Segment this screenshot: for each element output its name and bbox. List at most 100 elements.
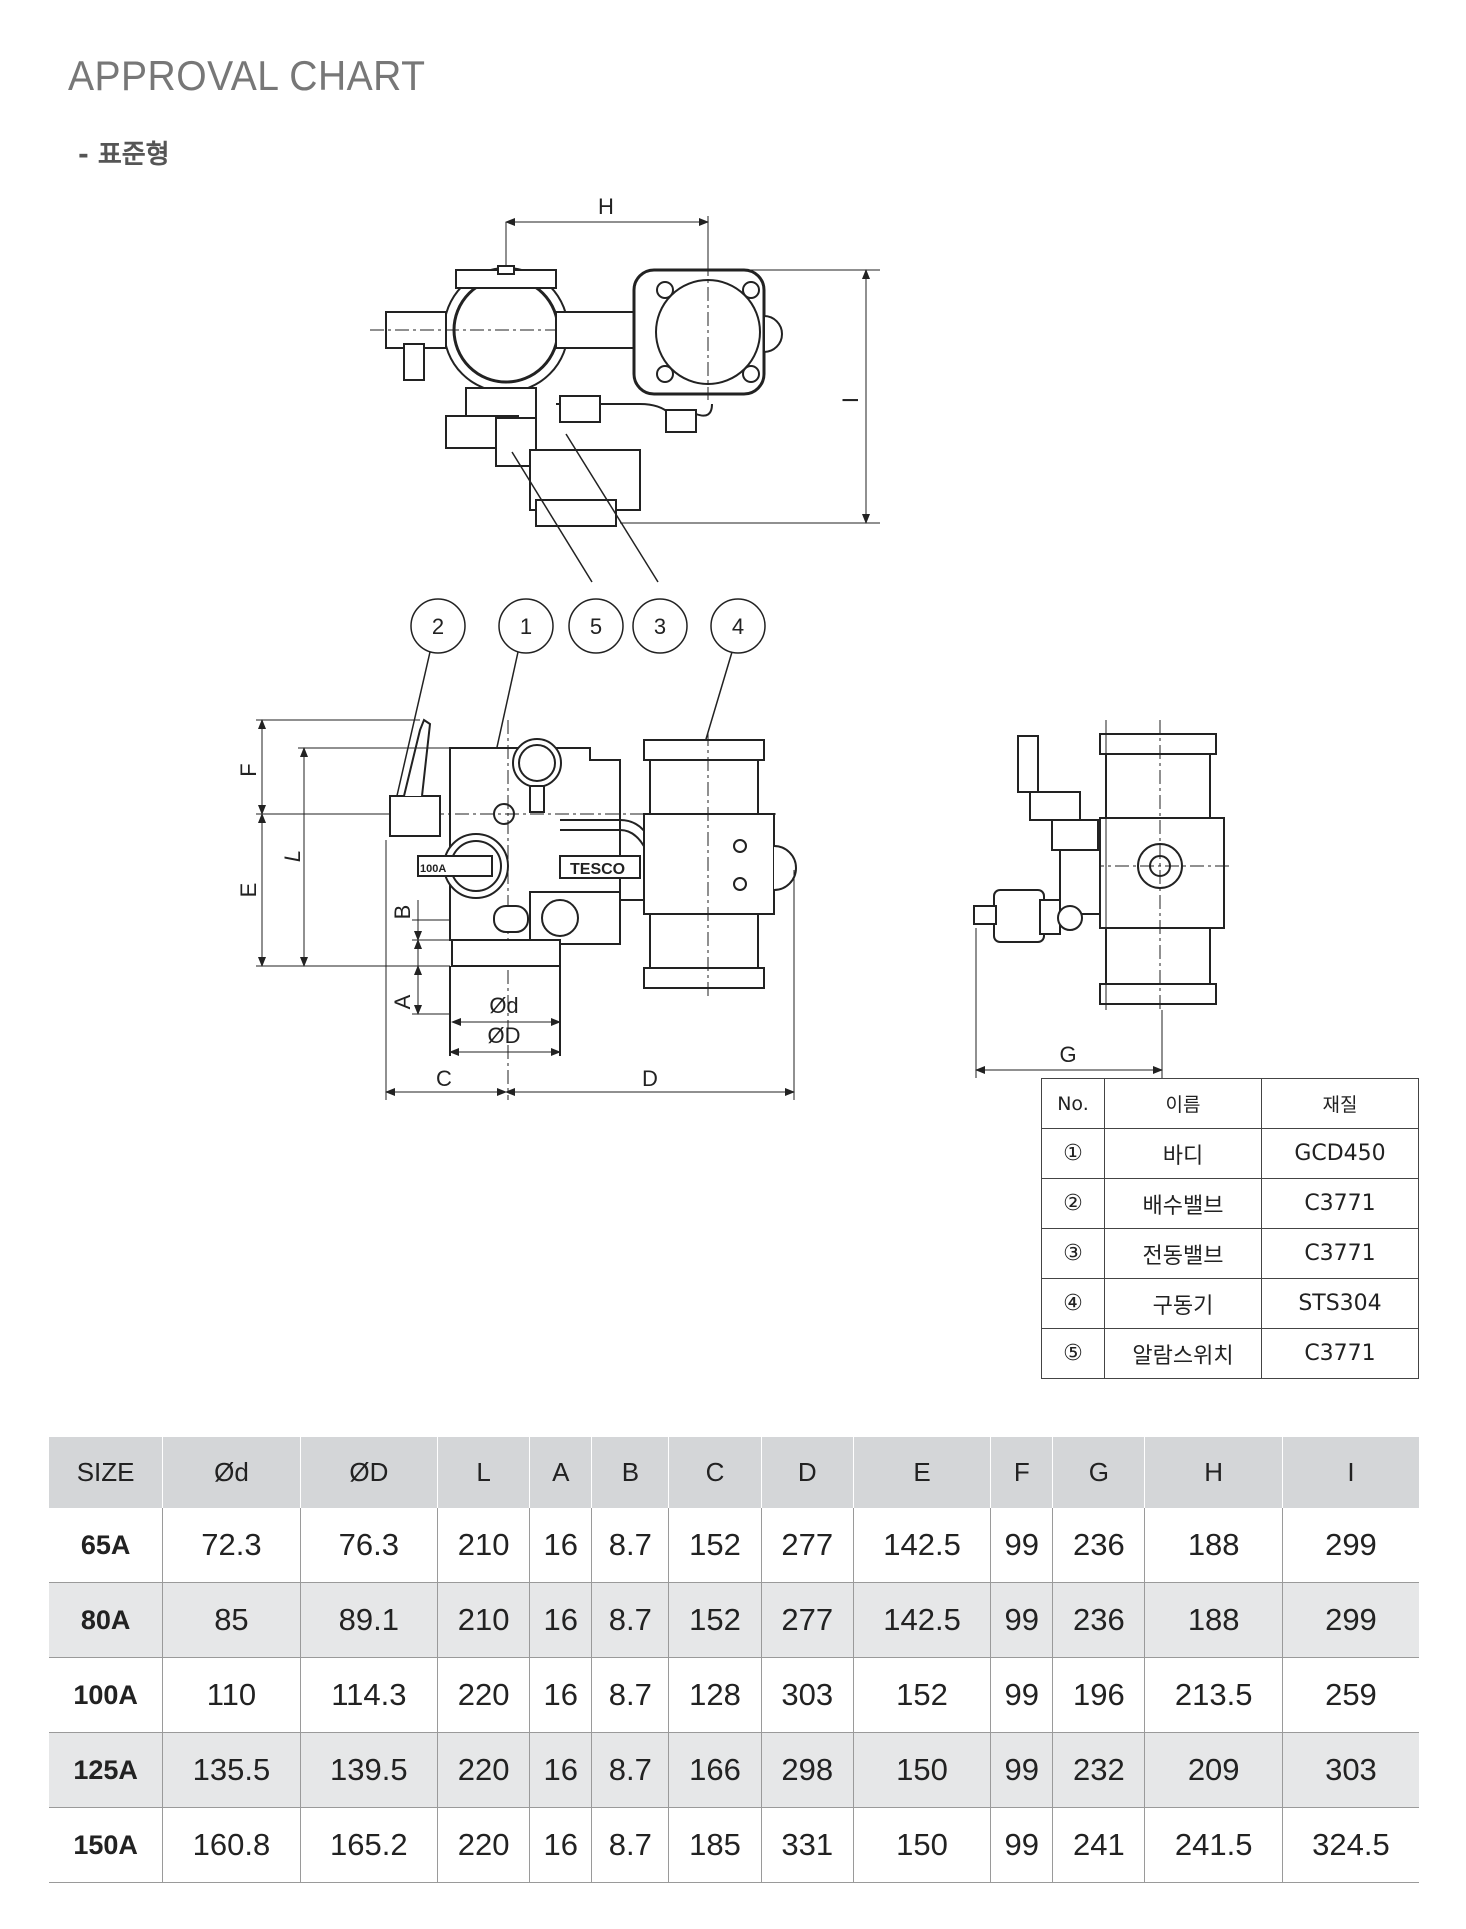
- table-cell: 303: [1281, 1732, 1419, 1808]
- table-cell: 236: [1052, 1582, 1145, 1658]
- table-cell: 210: [437, 1508, 530, 1583]
- table-row: 100A 110 114.3 220 16 8.7 128 303 152 99…: [49, 1657, 1419, 1733]
- table-row: 80A 85 89.1 210 16 8.7 152 277 142.5 99 …: [49, 1582, 1419, 1658]
- table-cell: 220: [437, 1657, 530, 1733]
- page-title: APPROVAL CHART: [68, 52, 426, 99]
- table-cell: 160.8: [162, 1807, 301, 1883]
- table-cell: 114.3: [299, 1657, 438, 1733]
- table-cell: 152: [668, 1582, 762, 1658]
- table-cell: 152: [852, 1657, 991, 1733]
- balloon-5: 5: [568, 598, 624, 654]
- dim-d: D: [642, 1066, 658, 1091]
- parts-no: ④: [1041, 1278, 1105, 1329]
- table-cell: 166: [668, 1732, 762, 1808]
- size-header: Ød: [162, 1437, 301, 1508]
- table-cell: 99: [990, 1657, 1053, 1733]
- dim-a: A: [390, 994, 415, 1009]
- parts-no: ⑤: [1041, 1328, 1105, 1379]
- table-cell: 165.2: [299, 1807, 438, 1883]
- table-cell: 142.5: [852, 1582, 991, 1658]
- parts-name: 전동밸브: [1104, 1228, 1262, 1279]
- size-header: C: [668, 1437, 762, 1508]
- parts-name: 배수밸브: [1104, 1178, 1262, 1229]
- parts-row: ③ 전동밸브 C3771: [1041, 1228, 1419, 1279]
- balloon-3: 3: [632, 598, 688, 654]
- table-cell: 8.7: [591, 1807, 669, 1883]
- table-cell: 99: [990, 1732, 1053, 1808]
- balloon-1: 1: [498, 598, 554, 654]
- table-cell: 76.3: [299, 1508, 438, 1583]
- table-row: 65A 72.3 76.3 210 16 8.7 152 277 142.5 9…: [49, 1508, 1419, 1583]
- table-cell: 85: [162, 1582, 301, 1658]
- size-header: F: [990, 1437, 1053, 1508]
- table-cell: 236: [1052, 1508, 1145, 1583]
- table-cell: 125A: [49, 1732, 163, 1808]
- size-header: L: [437, 1437, 530, 1508]
- dimension-labels: H I F E L B A Ød ØD C D G: [236, 194, 1077, 1091]
- table-cell: 150: [852, 1807, 991, 1883]
- page-subtitle: - 표준형: [78, 140, 170, 170]
- parts-table-header: No. 이름 재질: [1041, 1078, 1419, 1129]
- size-header: ØD: [299, 1437, 438, 1508]
- table-cell: 8.7: [591, 1732, 669, 1808]
- parts-header-no: No.: [1041, 1078, 1105, 1129]
- table-cell: 72.3: [162, 1508, 301, 1583]
- size-header: SIZE: [49, 1437, 163, 1508]
- table-cell: 185: [668, 1807, 762, 1883]
- table-cell: 110: [162, 1657, 301, 1733]
- table-cell: 99: [990, 1807, 1053, 1883]
- size-header: H: [1144, 1437, 1283, 1508]
- table-cell: 331: [760, 1807, 854, 1883]
- size-header: B: [591, 1437, 669, 1508]
- parts-name: 알람스위치: [1104, 1328, 1262, 1379]
- table-cell: 16: [529, 1807, 592, 1883]
- parts-row: ② 배수밸브 C3771: [1041, 1178, 1419, 1229]
- parts-material: STS304: [1261, 1278, 1419, 1329]
- table-cell: 99: [990, 1508, 1053, 1583]
- size-header: D: [760, 1437, 854, 1508]
- size-header: E: [852, 1437, 991, 1508]
- parts-material: C3771: [1261, 1178, 1419, 1229]
- table-cell: 65A: [49, 1508, 163, 1583]
- parts-row: ④ 구동기 STS304: [1041, 1278, 1419, 1329]
- table-cell: 80A: [49, 1582, 163, 1658]
- dim-c: C: [436, 1066, 452, 1091]
- front-view: 100A TESCO: [256, 651, 797, 1100]
- svg-text:4: 4: [732, 614, 744, 639]
- table-cell: 259: [1281, 1657, 1419, 1733]
- svg-text:100A: 100A: [420, 863, 446, 875]
- table-cell: 16: [529, 1508, 592, 1583]
- svg-text:1: 1: [520, 614, 532, 639]
- table-cell: 232: [1052, 1732, 1145, 1808]
- table-cell: 196: [1052, 1657, 1145, 1733]
- parts-no: ③: [1041, 1228, 1105, 1279]
- table-cell: 135.5: [162, 1732, 301, 1808]
- dim-l: L: [280, 850, 305, 862]
- table-cell: 8.7: [591, 1582, 669, 1658]
- size-table: SIZE Ød ØD L A B C D E F G H I 65A 72.3 …: [49, 1437, 1419, 1883]
- svg-text:TESCO: TESCO: [570, 861, 625, 878]
- parts-name: 바디: [1104, 1128, 1262, 1179]
- table-row: 150A 160.8 165.2 220 16 8.7 185 331 150 …: [49, 1807, 1419, 1883]
- dim-od-large: ØD: [488, 1023, 521, 1048]
- table-cell: 8.7: [591, 1657, 669, 1733]
- dim-i: I: [838, 397, 863, 403]
- dim-h: H: [598, 194, 614, 219]
- table-cell: 299: [1281, 1582, 1419, 1658]
- table-cell: 150: [852, 1732, 991, 1808]
- size-table-header: SIZE Ød ØD L A B C D E F G H I: [49, 1437, 1419, 1508]
- svg-text:5: 5: [590, 614, 602, 639]
- svg-text:2: 2: [432, 614, 444, 639]
- table-cell: 100A: [49, 1657, 163, 1733]
- table-cell: 220: [437, 1732, 530, 1808]
- table-cell: 213.5: [1144, 1657, 1283, 1733]
- parts-material: C3771: [1261, 1328, 1419, 1379]
- dim-b: B: [390, 905, 415, 920]
- table-row: 125A 135.5 139.5 220 16 8.7 166 298 150 …: [49, 1732, 1419, 1808]
- table-cell: 16: [529, 1657, 592, 1733]
- parts-header-material: 재질: [1261, 1078, 1419, 1129]
- dim-e: E: [236, 883, 261, 898]
- table-cell: 220: [437, 1807, 530, 1883]
- dim-g: G: [1059, 1042, 1076, 1067]
- table-cell: 142.5: [852, 1508, 991, 1583]
